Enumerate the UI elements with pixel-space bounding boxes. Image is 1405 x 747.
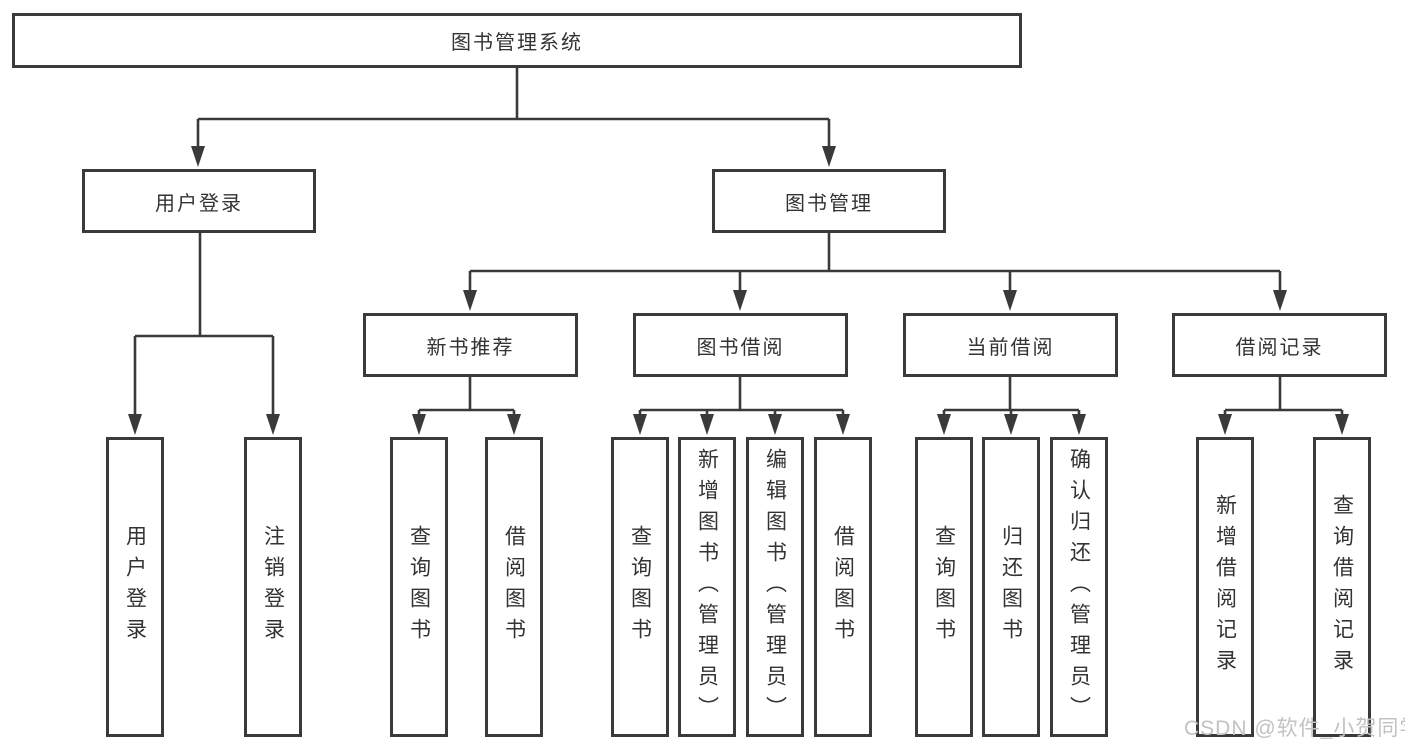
leaf-query-borrow-record: 查询借阅记录 xyxy=(1313,437,1371,737)
leaf-user-login: 用户登录 xyxy=(106,437,164,737)
leaf-borrow-books: 借阅图书 xyxy=(814,437,872,737)
node-label: 查询图书 xyxy=(932,525,956,649)
node-label: 归还图书 xyxy=(999,525,1023,649)
node-label: 查询图书 xyxy=(407,525,431,649)
node-label: 图书管理 xyxy=(785,192,873,215)
node-book-management: 图书管理 xyxy=(712,169,946,233)
node-label: 新增图书（管理员） xyxy=(695,447,719,727)
node-user-login: 用户登录 xyxy=(82,169,316,233)
connector-book-borrow xyxy=(638,377,845,415)
leaf-query-books-borrow: 查询图书 xyxy=(611,437,669,737)
node-label: 注销登录 xyxy=(261,525,285,649)
node-label: 新书推荐 xyxy=(426,336,515,359)
node-new-book-recommend: 新书推荐 xyxy=(363,313,578,377)
arrowheads xyxy=(128,146,1349,435)
node-book-borrow: 图书借阅 xyxy=(633,313,848,377)
node-current-borrow: 当前借阅 xyxy=(903,313,1118,377)
leaf-logout: 注销登录 xyxy=(244,437,302,737)
leaf-confirm-return-admin: 确认归还（管理员） xyxy=(1050,437,1108,737)
leaf-query-books-current: 查询图书 xyxy=(915,437,973,737)
connector-book-management xyxy=(468,233,1282,292)
node-label: 确认归还（管理员） xyxy=(1067,447,1091,727)
leaf-query-books-recommend: 查询图书 xyxy=(390,437,448,737)
connector-new-book xyxy=(417,377,516,415)
node-label: 查询借阅记录 xyxy=(1330,494,1354,680)
node-label: 用户登录 xyxy=(155,192,243,215)
connector-user-login xyxy=(133,233,275,415)
node-label: 借阅图书 xyxy=(502,525,526,649)
leaf-add-borrow-record: 新增借阅记录 xyxy=(1196,437,1254,737)
connector-borrow-records xyxy=(1223,377,1344,415)
connector-root xyxy=(196,68,831,147)
leaf-add-book-admin: 新增图书（管理员） xyxy=(678,437,736,737)
node-label: 图书管理系统 xyxy=(451,32,583,54)
node-label: 借阅记录 xyxy=(1235,336,1324,359)
node-label: 新增借阅记录 xyxy=(1213,494,1237,680)
node-label: 查询图书 xyxy=(628,525,652,649)
leaf-borrow-books-recommend: 借阅图书 xyxy=(485,437,543,737)
connector-current-borrow xyxy=(942,377,1081,415)
node-borrow-records: 借阅记录 xyxy=(1172,313,1387,377)
node-library-system-root: 图书管理系统 xyxy=(12,13,1022,68)
node-label: 图书借阅 xyxy=(696,336,785,359)
node-label: 编辑图书（管理员） xyxy=(763,447,787,727)
leaf-edit-book-admin: 编辑图书（管理员） xyxy=(746,437,804,737)
leaf-return-book: 归还图书 xyxy=(982,437,1040,737)
node-label: 用户登录 xyxy=(123,525,147,649)
node-label: 当前借阅 xyxy=(966,336,1055,359)
node-label: 借阅图书 xyxy=(831,525,855,649)
csdn-watermark: CSDN @软件_小贺同学 xyxy=(1184,717,1405,740)
